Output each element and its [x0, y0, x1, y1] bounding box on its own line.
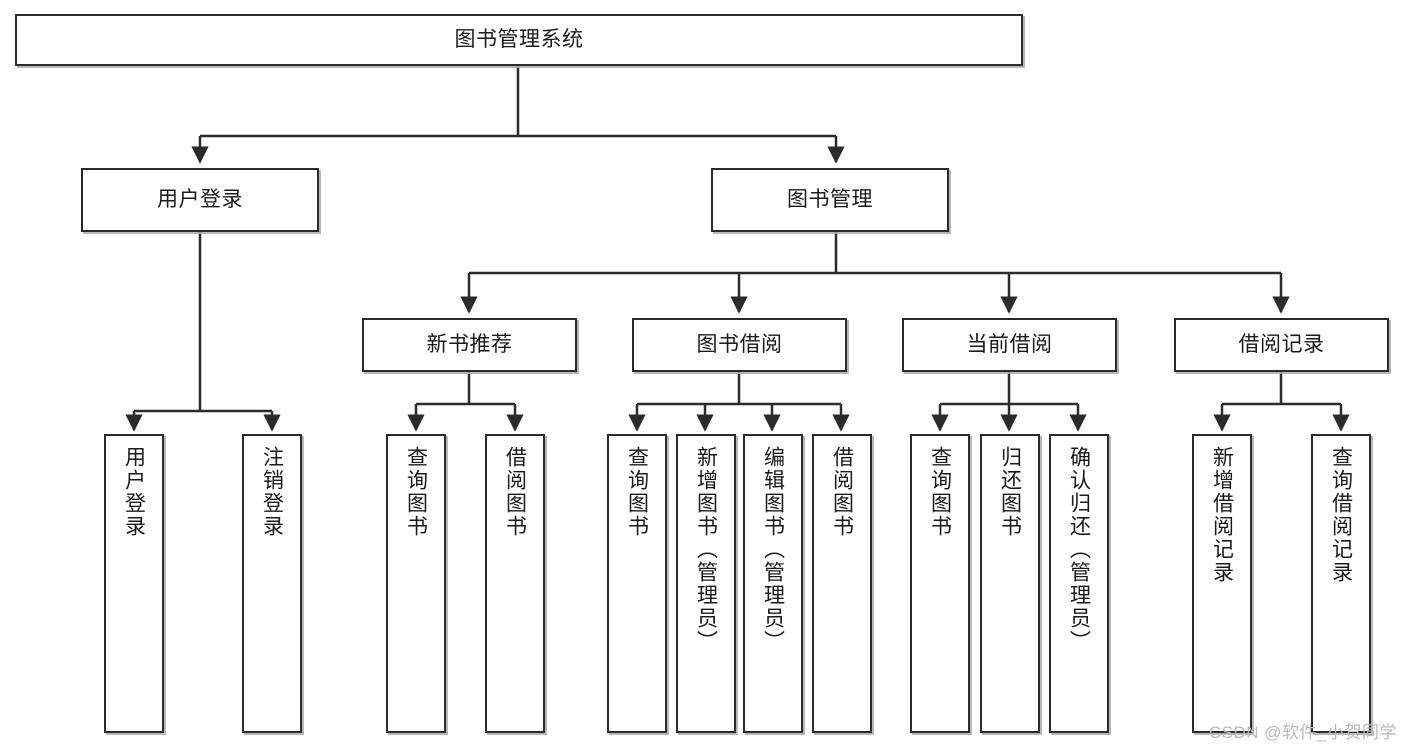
node-label: 查询图书: [928, 446, 952, 538]
node-label: 新书推荐: [426, 332, 513, 356]
node-label: 查询图书: [625, 446, 649, 538]
node-label: 图书管理: [787, 187, 873, 211]
node-label: 查询借阅记录: [1329, 446, 1353, 584]
node-label: 查询图书: [404, 446, 428, 538]
node-label: 用户登录: [122, 446, 146, 538]
node-label: 确认归还（管理员）: [1067, 446, 1091, 653]
leaf-return-book[interactable]: 归还图书: [980, 434, 1040, 733]
node-label: 借阅图书: [830, 446, 854, 538]
leaf-logout-login[interactable]: 注销登录: [242, 434, 302, 733]
node-label: 当前借阅: [966, 332, 1053, 356]
leaf-user-login[interactable]: 用户登录: [104, 434, 164, 733]
leaf-add-book[interactable]: 新增图书（管理员）: [676, 434, 736, 733]
node-label: 借阅记录: [1238, 332, 1325, 356]
leaf-query-book-recommend[interactable]: 查询图书: [386, 434, 446, 733]
node-label: 新增借阅记录: [1210, 446, 1234, 584]
leaf-query-book-borrow[interactable]: 查询图书: [607, 434, 667, 733]
node-book-borrow[interactable]: 图书借阅: [632, 318, 847, 372]
node-root-book-management-system[interactable]: 图书管理系统: [15, 14, 1023, 66]
leaf-query-borrow-record[interactable]: 查询借阅记录: [1311, 434, 1371, 733]
leaf-borrow-book-recommend[interactable]: 借阅图书: [485, 434, 545, 733]
node-label: 注销登录: [260, 446, 284, 538]
leaf-edit-book[interactable]: 编辑图书（管理员）: [743, 434, 803, 733]
node-new-book-recommend[interactable]: 新书推荐: [362, 318, 577, 372]
node-label: 新增图书（管理员）: [694, 446, 718, 653]
node-user-login[interactable]: 用户登录: [81, 168, 319, 232]
node-label: 图书借阅: [696, 332, 783, 356]
node-book-management[interactable]: 图书管理: [711, 168, 949, 232]
leaf-borrow-book-borrow[interactable]: 借阅图书: [812, 434, 872, 733]
node-label: 图书管理系统: [454, 27, 584, 51]
node-label: 编辑图书（管理员）: [761, 446, 785, 653]
csdn-watermark: CSDN @软件_小贺同学: [1208, 723, 1397, 742]
node-label: 借阅图书: [503, 446, 527, 538]
leaf-query-book-current[interactable]: 查询图书: [910, 434, 970, 733]
node-borrow-record[interactable]: 借阅记录: [1174, 318, 1389, 372]
node-label: 归还图书: [998, 446, 1022, 538]
leaf-confirm-return[interactable]: 确认归还（管理员）: [1049, 434, 1109, 733]
leaf-add-borrow-record[interactable]: 新增借阅记录: [1192, 434, 1252, 733]
node-current-borrow[interactable]: 当前借阅: [902, 318, 1117, 372]
node-label: 用户登录: [157, 187, 243, 211]
